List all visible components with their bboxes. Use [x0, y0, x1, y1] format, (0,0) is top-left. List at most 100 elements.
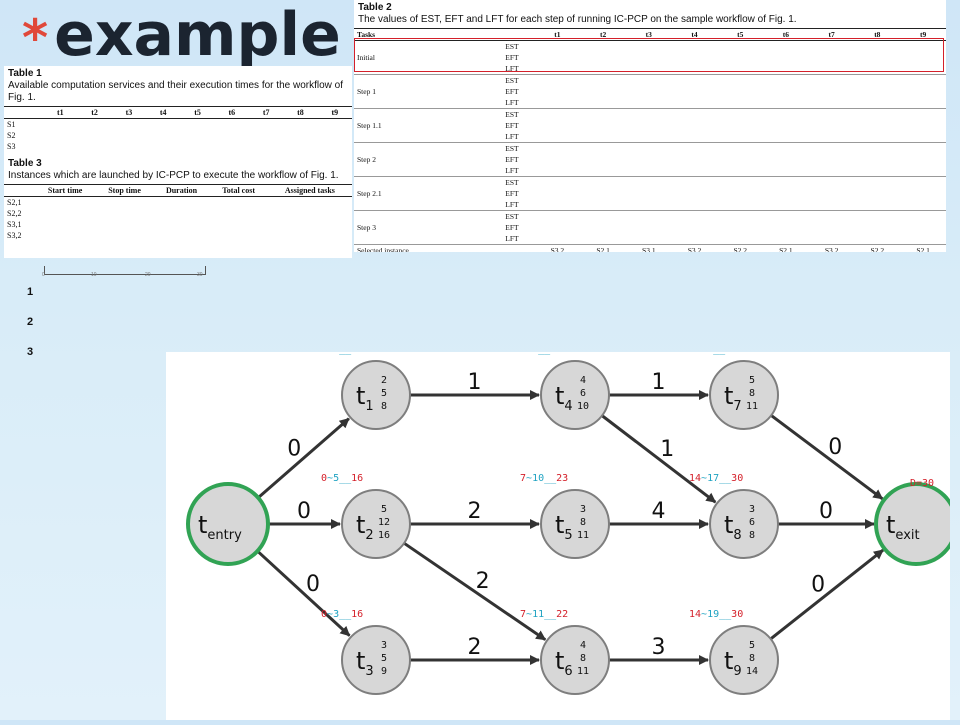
t3-cell — [154, 219, 210, 230]
t2-cell: LFT — [505, 98, 519, 107]
edge-weight: 0 — [819, 499, 833, 524]
t3-cell: S3,1 — [7, 220, 22, 229]
t3-cell — [35, 208, 96, 219]
edge-weight: 0 — [828, 435, 842, 460]
t2-group-label: Step 3 — [357, 223, 376, 232]
t2-cell — [717, 222, 763, 233]
t2-cell — [535, 97, 581, 109]
t2-cell — [717, 211, 763, 223]
exec-time: 14 — [746, 666, 758, 677]
t2-cell: EFT — [505, 53, 519, 62]
t2-cell — [854, 86, 900, 97]
t1-cell — [283, 141, 317, 152]
t2-cell — [535, 109, 581, 121]
step-label-3: 3 — [27, 346, 34, 358]
t2-cell — [626, 120, 672, 131]
t2-row: EST — [354, 40, 946, 53]
t1-header: t4 — [159, 108, 167, 117]
t2-header: t2 — [599, 30, 607, 39]
t2-group-label — [354, 165, 489, 177]
exec-time: 8 — [580, 653, 586, 664]
t1-cell — [249, 141, 283, 152]
t3-cell — [154, 208, 210, 219]
node-circle — [341, 360, 411, 430]
t2-cell — [580, 199, 626, 211]
exec-time: 4 — [580, 375, 586, 386]
t1-cell — [180, 119, 214, 131]
t2-cell — [900, 97, 946, 109]
t2-cell — [763, 222, 809, 233]
t1-cell — [112, 141, 146, 152]
t1-header — [4, 107, 43, 119]
t3-cell — [96, 208, 154, 219]
t2-group-label: Step 2.1 — [357, 189, 382, 198]
t2-cell — [809, 211, 855, 223]
t2-cell — [900, 165, 946, 177]
t2-cell — [809, 109, 855, 121]
t2-cell — [900, 177, 946, 189]
t2-cell — [535, 154, 581, 165]
t1-row: S3 — [4, 141, 352, 152]
t2-cell — [763, 63, 809, 75]
t2-cell — [900, 63, 946, 75]
t2-cell — [535, 63, 581, 75]
t2-cell — [809, 131, 855, 143]
t1-cell — [77, 130, 111, 141]
t2-cell — [900, 154, 946, 165]
exec-time: 16 — [378, 530, 390, 541]
node-circle — [540, 489, 610, 559]
t2-header: t4 — [691, 30, 698, 39]
t1-cell: S1 — [7, 120, 16, 129]
t2-cell — [717, 154, 763, 165]
timing-label: 8~13__30 — [689, 352, 737, 355]
t2-cell — [580, 188, 626, 199]
t3-cell: S2,1 — [7, 198, 22, 207]
node-circle — [540, 625, 610, 695]
t2-cell — [809, 199, 855, 211]
t1-cell — [249, 130, 283, 141]
t2-group-label — [354, 211, 489, 223]
exec-time: 5 — [381, 388, 387, 399]
t2-cell — [672, 177, 718, 189]
t1-cell: S2 — [7, 131, 16, 140]
t1-header: t8 — [297, 108, 304, 117]
t2-cell — [626, 63, 672, 75]
t2-cell — [763, 177, 809, 189]
t1-header: t2 — [91, 108, 98, 117]
t3-header: Stop time — [108, 186, 141, 195]
exec-time: 9 — [381, 666, 387, 677]
t2-cell — [854, 97, 900, 109]
t2-cell — [854, 131, 900, 143]
t3-row: S2,1 — [4, 197, 352, 209]
t2-row: LFT — [354, 63, 946, 75]
edge-weight: 2 — [468, 635, 482, 660]
node-entry: tentry — [186, 482, 270, 566]
timing-label: 14~19__30 — [689, 609, 743, 620]
t2-selected-cell: S2,1 — [596, 246, 610, 252]
exec-time: 6 — [749, 517, 755, 528]
t3-row: S2,2 — [4, 208, 352, 219]
t2-group-label — [354, 233, 489, 245]
t2-cell — [672, 199, 718, 211]
t2-cell — [854, 177, 900, 189]
t2-cell — [580, 41, 626, 53]
exec-time: 6 — [580, 388, 586, 399]
t2-header: t7 — [828, 30, 835, 39]
t2-cell: EST — [505, 42, 519, 51]
t2-cell — [854, 188, 900, 199]
t1-cell — [146, 119, 180, 131]
exec-time: 5 — [381, 504, 387, 515]
t2-cell — [809, 154, 855, 165]
t2-header: t9 — [919, 30, 927, 39]
exec-time: 3 — [749, 504, 755, 515]
t2-cell — [626, 233, 672, 245]
edge-weight: 1 — [468, 370, 482, 395]
t2-selected-cell: S2,2 — [733, 246, 747, 252]
t1-cell — [43, 141, 77, 152]
edge-weight: 3 — [652, 635, 666, 660]
t2-cell — [580, 120, 626, 131]
